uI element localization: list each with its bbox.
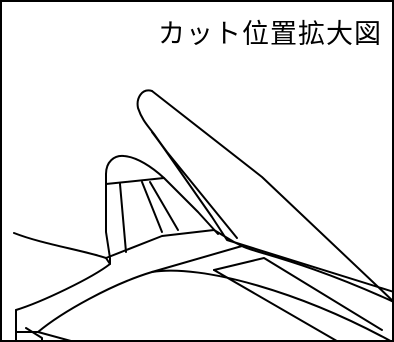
body-band-4 <box>151 269 391 340</box>
body-band-1 <box>13 232 111 311</box>
wing-inner-line <box>151 131 238 239</box>
body-band-5 <box>213 257 383 331</box>
wing-top-edge <box>151 90 392 302</box>
tab-inner-left <box>119 183 127 253</box>
figure-title: カット位置拡大図 <box>158 19 382 50</box>
body-band-6 <box>213 269 338 340</box>
tab-inner-mid <box>149 181 179 231</box>
body-band-7 <box>37 331 72 340</box>
tab-inner-right <box>141 181 163 233</box>
body-band-2 <box>37 229 243 333</box>
body-band-3 <box>241 245 392 303</box>
cut-highlight <box>105 154 165 185</box>
tab-outline <box>105 173 111 265</box>
tab-right-edge <box>163 177 219 235</box>
